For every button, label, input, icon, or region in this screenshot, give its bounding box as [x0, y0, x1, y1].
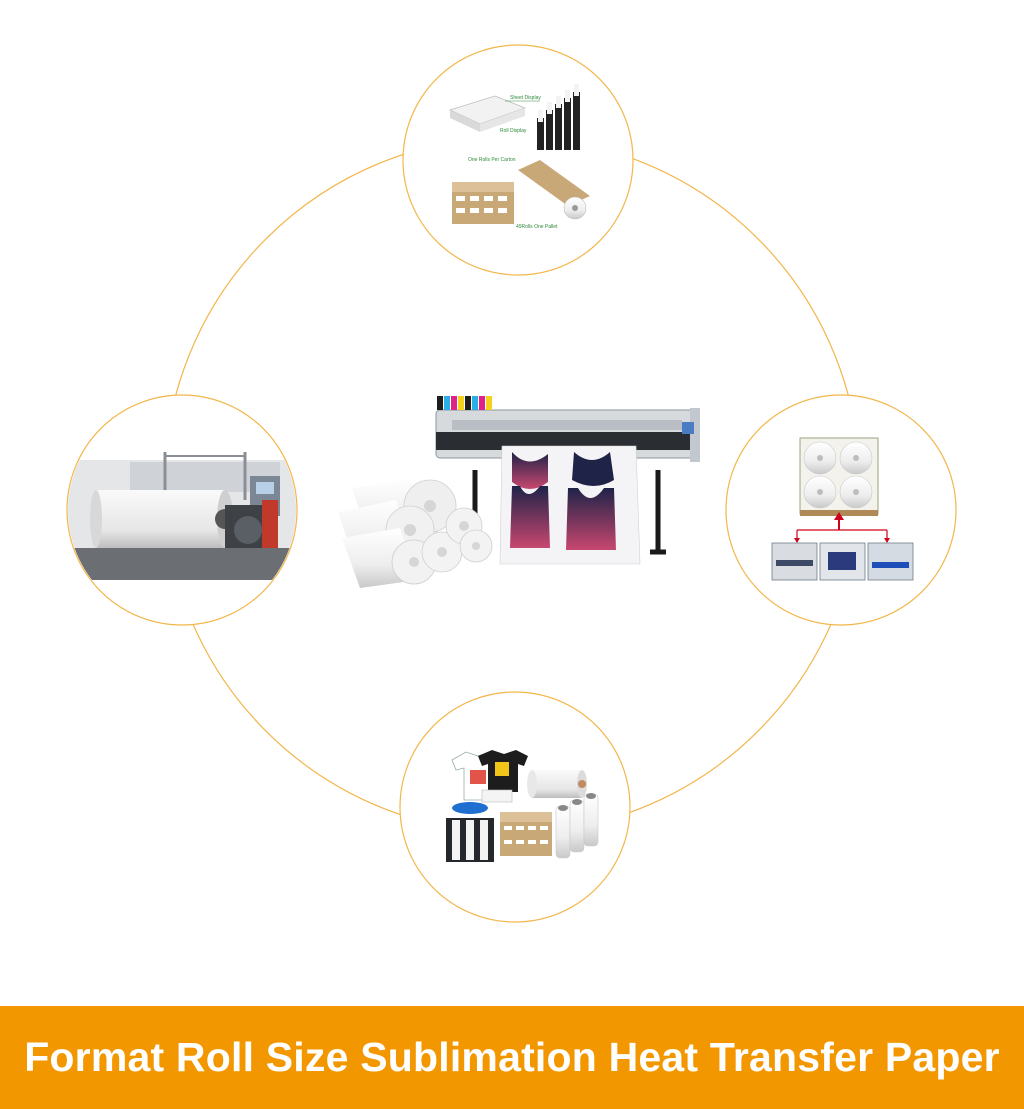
- machine-illustration: [68, 452, 296, 580]
- diagram-canvas: Sheet Display Roll Display One Rolls Per…: [66, 44, 957, 923]
- pallet-illustration: [771, 437, 914, 581]
- label-rolls-per-pallet: 49Rolls One Pallet: [516, 224, 558, 230]
- center-illustration: [338, 396, 700, 588]
- paper-rolls: [338, 478, 493, 588]
- label-sheet-display: Sheet Display: [510, 95, 541, 101]
- label-roll-display: Roll Display: [500, 128, 527, 134]
- node-bottom: [399, 691, 631, 923]
- node-top: [402, 44, 634, 276]
- applications-illustration: [446, 750, 599, 862]
- title-banner: Format Roll Size Sublimation Heat Transf…: [0, 1006, 1024, 1109]
- label-one-roll-per-carton: One Rolls Per Carton: [468, 157, 516, 163]
- banner-title: Format Roll Size Sublimation Heat Transf…: [24, 1034, 1000, 1080]
- packaging-illustration: Sheet Display Roll Display One Rolls Per…: [448, 84, 590, 230]
